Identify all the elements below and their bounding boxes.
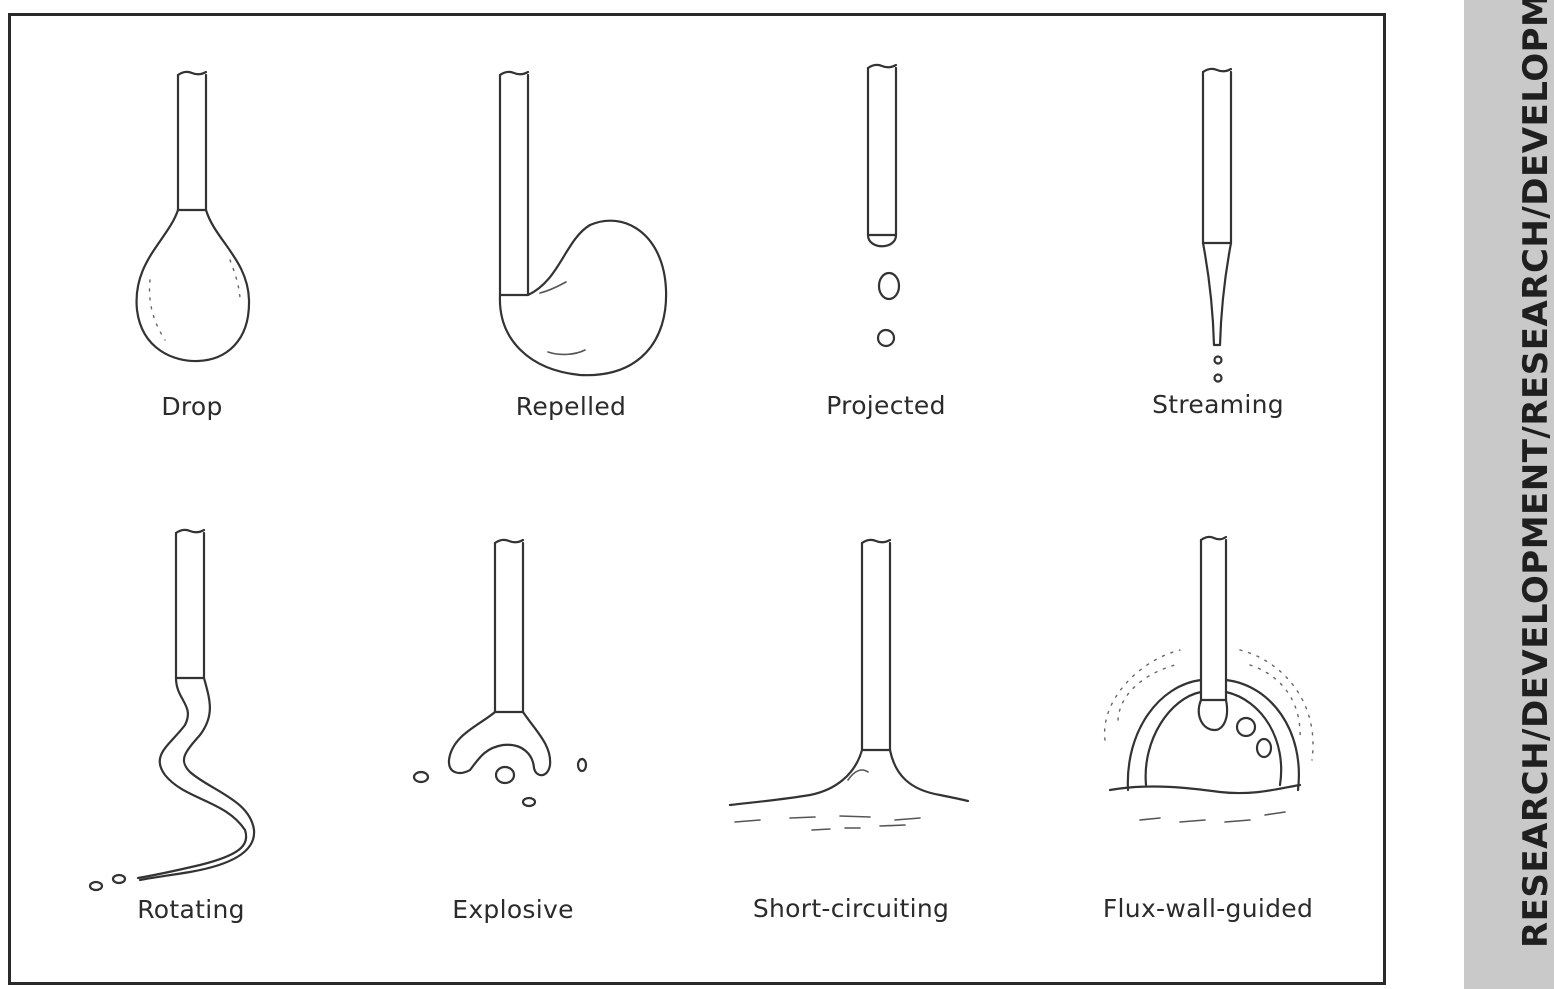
short-circuiting-mode-illustration bbox=[728, 538, 970, 831]
explosive-mode-illustration bbox=[412, 538, 588, 808]
mode-label-repelled: Repelled bbox=[515, 392, 627, 421]
mode-label-projected: Projected bbox=[826, 391, 946, 420]
mode-label-drop: Drop bbox=[161, 392, 223, 421]
flux-wall-guided-mode-illustration bbox=[1103, 535, 1314, 823]
metal-transfer-diagram bbox=[88, 63, 1314, 892]
streaming-mode-illustration bbox=[1201, 67, 1233, 383]
mode-label-short-circuiting: Short-circuiting bbox=[752, 894, 950, 923]
repelled-mode-illustration bbox=[498, 70, 668, 377]
projected-mode-illustration bbox=[866, 63, 901, 348]
mode-label-rotating: Rotating bbox=[137, 895, 245, 924]
mode-label-flux-wall-guided: Flux-wall-guided bbox=[1102, 894, 1314, 923]
drop-mode-illustration bbox=[135, 70, 251, 363]
side-banner-text: RESEARCH/DEVELOPMENT/RESEARCH/DEVELOPMEN… bbox=[1516, 0, 1554, 948]
rotating-mode-illustration bbox=[88, 528, 256, 892]
figure-frame bbox=[8, 13, 1386, 985]
mode-label-streaming: Streaming bbox=[1152, 390, 1284, 419]
mode-label-explosive: Explosive bbox=[452, 895, 574, 924]
side-banner bbox=[1464, 0, 1554, 989]
